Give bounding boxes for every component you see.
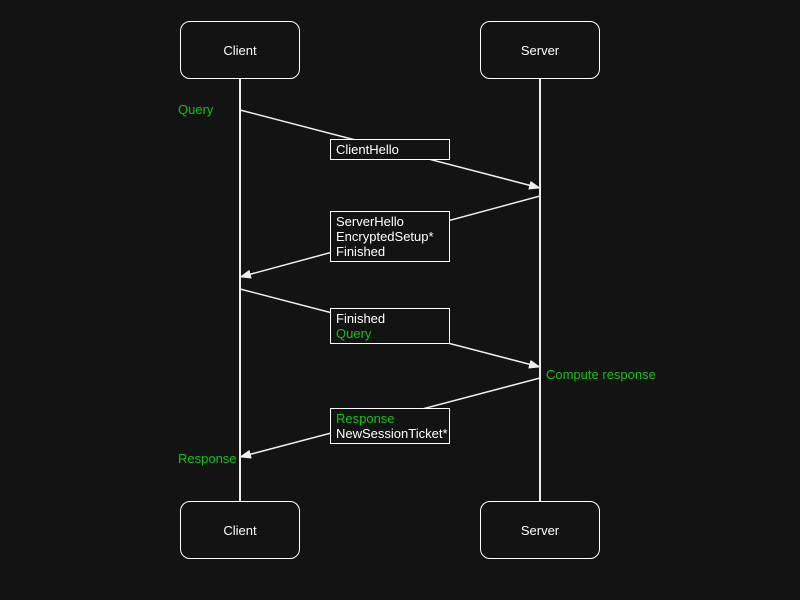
message-line: Query — [336, 326, 372, 341]
message-box-server-hello: ServerHello EncryptedSetup* Finished — [330, 211, 450, 262]
actor-server-top: Server — [480, 21, 600, 79]
message-line: NewSessionTicket* — [336, 426, 448, 441]
actor-server-bottom: Server — [480, 501, 600, 559]
annotation-compute-response: Compute response — [546, 367, 656, 382]
message-line: Finished — [336, 311, 386, 326]
actor-client-bottom: Client — [180, 501, 300, 559]
actor-label: Client — [223, 522, 257, 538]
message-box-response-ticket: Response NewSessionTicket* — [330, 408, 450, 444]
message-box-client-hello: ClientHello — [330, 139, 450, 160]
annotation-query: Query — [178, 102, 214, 117]
actor-label: Server — [520, 522, 560, 538]
actor-client-top: Client — [180, 21, 300, 79]
actor-label: Server — [520, 42, 560, 58]
message-line: ServerHello — [336, 214, 404, 229]
actor-label: Client — [223, 42, 257, 58]
message-line: ClientHello — [336, 142, 399, 157]
message-line: EncryptedSetup* — [336, 229, 434, 244]
annotation-response: Response — [178, 451, 237, 466]
message-box-finished-query: Finished Query — [330, 308, 450, 344]
message-line: Finished — [336, 244, 386, 259]
message-line: Response — [336, 411, 395, 426]
